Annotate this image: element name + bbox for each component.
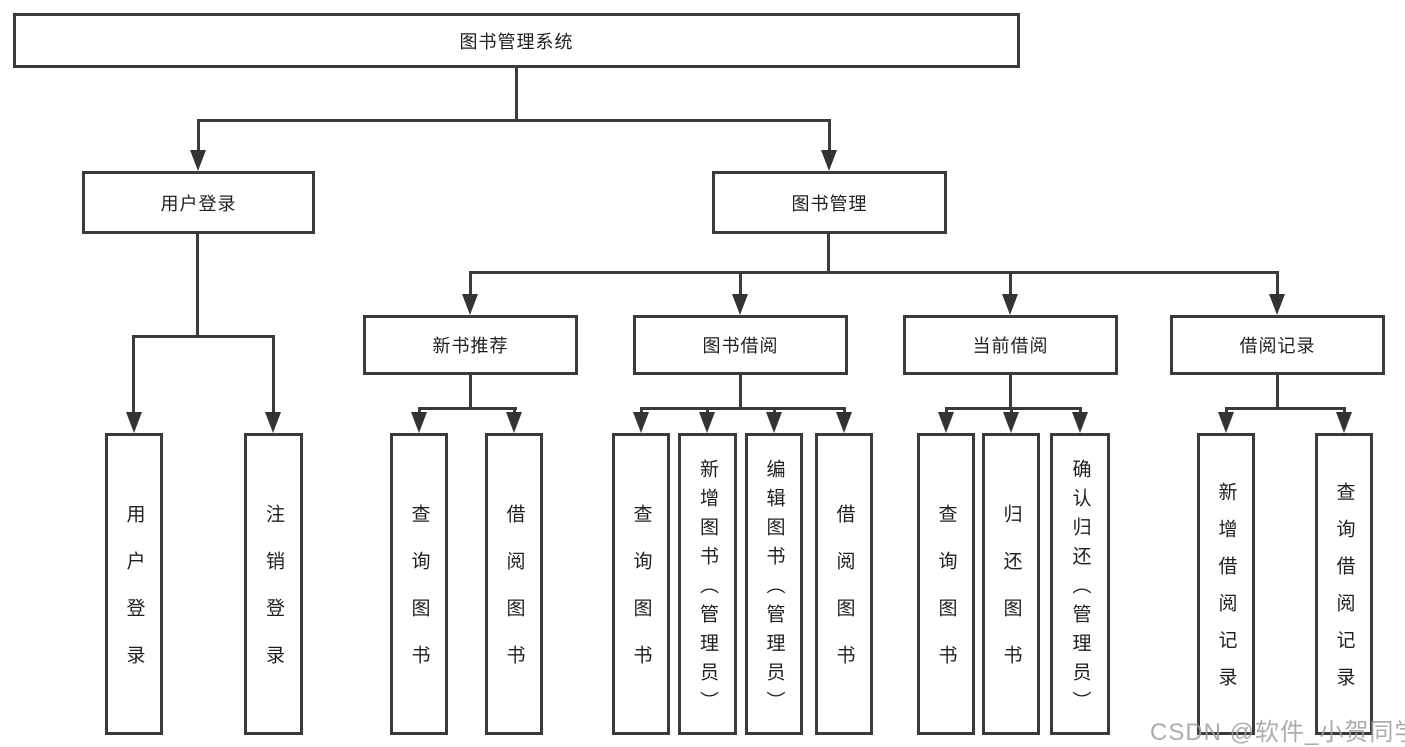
connector-drop-borrow-record <box>1276 271 1279 297</box>
leaf-user-login-label: 用户登录 <box>123 504 145 692</box>
connector-drop-bb-edit <box>773 407 776 415</box>
connector-drop-nb-borrow <box>513 407 516 415</box>
connector-drop-cb-confirm <box>1079 407 1082 415</box>
leaf-bb-add-book-admin: 新增图书（管理员） <box>678 433 737 735</box>
arrow-leaf-user-login <box>126 412 142 433</box>
arrow-bb-query <box>633 412 649 433</box>
arrow-nb-borrow <box>506 412 522 433</box>
leaf-br-query-borrow-record: 查询借阅记录 <box>1315 433 1373 735</box>
node-borrow-record: 借阅记录 <box>1170 315 1385 375</box>
connector-drop-bb-borrow <box>843 407 846 415</box>
node-book-management: 图书管理 <box>712 171 947 234</box>
arrow-book-borrow <box>732 294 748 315</box>
arrow-br-query <box>1336 412 1352 433</box>
connector-borrow-record-bar <box>1225 407 1346 410</box>
node-root-label: 图书管理系统 <box>459 31 574 52</box>
node-current-borrow-label: 当前借阅 <box>972 336 1049 356</box>
node-book-management-label: 图书管理 <box>791 193 868 214</box>
connector-drop-cb-return <box>1010 407 1013 415</box>
connector-drop-bb-query <box>640 407 643 415</box>
arrow-book-management <box>821 150 837 171</box>
connector-book-borrow-bar <box>640 407 846 410</box>
leaf-cb-query-books-label: 查询图书 <box>935 504 957 692</box>
arrow-nb-query <box>411 412 427 433</box>
node-new-book-recommend-label: 新书推荐 <box>432 336 509 356</box>
connector-new-book-bar <box>418 407 517 410</box>
leaf-br-query-borrow-record-label: 查询借阅记录 <box>1333 482 1355 704</box>
connector-drop-nb-query <box>418 407 421 415</box>
connector-drop-leaf-logout <box>272 335 275 414</box>
arrow-cb-query <box>938 412 954 433</box>
csdn-watermark: CSDN @软件_小贺同学 <box>1150 719 1405 746</box>
leaf-cb-return-books: 归还图书 <box>982 433 1040 735</box>
leaf-bb-edit-book-admin: 编辑图书（管理员） <box>745 433 803 735</box>
connector-drop-book-borrow <box>739 271 742 297</box>
node-user-login-label: 用户登录 <box>160 193 237 214</box>
connector-drop-bb-add <box>706 407 709 415</box>
leaf-logout: 注销登录 <box>244 433 303 735</box>
leaf-nb-query-books-label: 查询图书 <box>408 504 430 692</box>
connector-drop-book-management <box>828 119 831 153</box>
connector-current-borrow-bar <box>945 407 1082 410</box>
node-borrow-record-label: 借阅记录 <box>1239 336 1316 356</box>
leaf-bb-borrow-books-label: 借阅图书 <box>833 504 855 692</box>
connector-drop-br-add <box>1225 407 1228 415</box>
node-book-borrow: 图书借阅 <box>633 315 848 375</box>
arrow-borrow-record <box>1269 294 1285 315</box>
connector-drop-current-borrow <box>1009 271 1012 297</box>
connector-drop-leaf-user-login <box>132 335 135 414</box>
connector-current-borrow-stem <box>1009 375 1012 410</box>
arrow-bb-borrow <box>836 412 852 433</box>
leaf-br-add-borrow-record: 新增借阅记录 <box>1197 433 1255 735</box>
connector-book-management-stem <box>827 234 830 274</box>
connector-book-management-bar <box>469 271 1279 274</box>
leaf-user-login: 用户登录 <box>105 433 163 735</box>
connector-drop-new-book <box>469 271 472 297</box>
arrow-user-login <box>190 150 206 171</box>
leaf-nb-query-books: 查询图书 <box>390 433 448 735</box>
arrow-leaf-logout <box>265 412 281 433</box>
arrow-bb-edit <box>766 412 782 433</box>
node-user-login: 用户登录 <box>82 171 315 234</box>
leaf-bb-edit-book-admin-label: 编辑图书（管理员） <box>763 458 785 720</box>
connector-borrow-record-stem <box>1276 375 1279 410</box>
leaf-cb-confirm-return-admin: 确认归还（管理员） <box>1050 433 1110 735</box>
arrow-br-add <box>1218 412 1234 433</box>
arrow-cb-confirm <box>1072 412 1088 433</box>
node-current-borrow: 当前借阅 <box>903 315 1118 375</box>
connector-user-login-bar <box>132 335 275 338</box>
leaf-cb-confirm-return-admin-label: 确认归还（管理员） <box>1069 458 1091 720</box>
connector-root-stem <box>515 68 518 122</box>
leaf-nb-borrow-books-label: 借阅图书 <box>503 504 525 692</box>
leaf-nb-borrow-books: 借阅图书 <box>485 433 543 735</box>
leaf-logout-label: 注销登录 <box>263 504 284 692</box>
connector-user-login-stem <box>196 234 199 338</box>
connector-drop-user-login <box>197 119 200 153</box>
node-new-book-recommend: 新书推荐 <box>363 315 578 375</box>
leaf-bb-add-book-admin-label: 新增图书（管理员） <box>697 458 718 720</box>
arrow-new-book <box>462 294 478 315</box>
connector-new-book-stem <box>469 375 472 410</box>
arrow-cb-return <box>1003 412 1019 433</box>
leaf-br-add-borrow-record-label: 新增借阅记录 <box>1215 482 1237 704</box>
connector-book-borrow-stem <box>739 375 742 410</box>
arrow-current-borrow <box>1002 294 1018 315</box>
leaf-bb-query-books-label: 查询图书 <box>630 504 652 692</box>
leaf-bb-query-books: 查询图书 <box>612 433 670 735</box>
leaf-cb-query-books: 查询图书 <box>917 433 975 735</box>
connector-drop-br-query <box>1343 407 1346 415</box>
connector-root-bar <box>197 119 831 122</box>
leaf-bb-borrow-books: 借阅图书 <box>815 433 873 735</box>
node-book-borrow-label: 图书借阅 <box>702 336 779 356</box>
leaf-cb-return-books-label: 归还图书 <box>1000 504 1022 692</box>
arrow-bb-add <box>699 412 715 433</box>
connector-drop-cb-query <box>945 407 948 415</box>
node-root-system: 图书管理系统 <box>13 13 1020 68</box>
